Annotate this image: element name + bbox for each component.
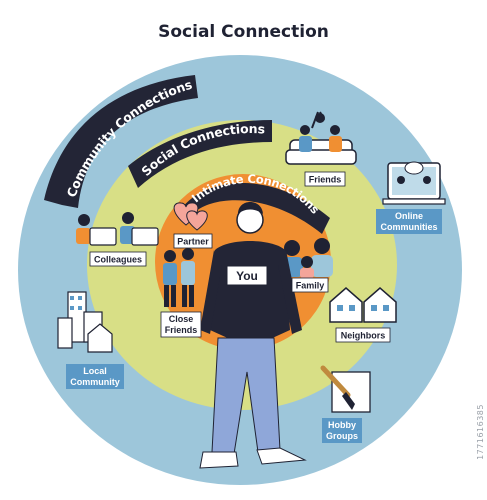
hobby-groups-label-box: Hobby Groups bbox=[322, 418, 362, 443]
close-friends-label-box: Close Friends bbox=[160, 311, 202, 338]
colleagues-label-box: Colleagues bbox=[89, 251, 147, 267]
hobby-label-line2: Groups bbox=[326, 431, 358, 441]
you-person-illustration bbox=[199, 202, 307, 469]
partner-hearts-icon bbox=[173, 202, 208, 231]
local-label-line1: Local bbox=[83, 366, 107, 376]
neighbors-label-box: Neighbors bbox=[335, 327, 391, 343]
online-label-line2: Communities bbox=[380, 222, 437, 232]
online-label-line1: Online bbox=[395, 211, 423, 221]
page-title: Social Connection bbox=[158, 22, 329, 42]
close-friends-line2: Friends bbox=[165, 325, 198, 335]
partner-label-box: Partner bbox=[173, 233, 213, 249]
family-label: Family bbox=[296, 281, 325, 291]
friends-label-box: Friends bbox=[304, 171, 346, 187]
close-friends-illustration bbox=[163, 248, 195, 307]
online-communities-label-box: Online Communities bbox=[376, 209, 442, 234]
neighbors-houses-icon bbox=[329, 287, 397, 323]
stock-id-watermark: 1771616385 bbox=[476, 404, 485, 460]
online-communities-illustration bbox=[382, 161, 446, 205]
local-label-line2: Community bbox=[70, 377, 120, 387]
neighbors-label: Neighbors bbox=[341, 331, 386, 341]
hobby-label-line1: Hobby bbox=[328, 420, 356, 430]
you-label: You bbox=[236, 269, 258, 283]
friends-illustration bbox=[285, 111, 357, 165]
family-label-box: Family bbox=[291, 277, 329, 293]
partner-label: Partner bbox=[177, 237, 209, 247]
colleagues-label: Colleagues bbox=[94, 255, 142, 265]
local-community-label-box: Local Community bbox=[66, 364, 124, 389]
colleagues-illustration bbox=[76, 212, 159, 246]
local-community-buildings-icon bbox=[57, 291, 113, 353]
close-friends-line1: Close bbox=[169, 314, 194, 324]
friends-label: Friends bbox=[309, 175, 342, 185]
hobby-paintbrush-icon bbox=[320, 365, 371, 413]
you-label-box bbox=[226, 265, 268, 286]
